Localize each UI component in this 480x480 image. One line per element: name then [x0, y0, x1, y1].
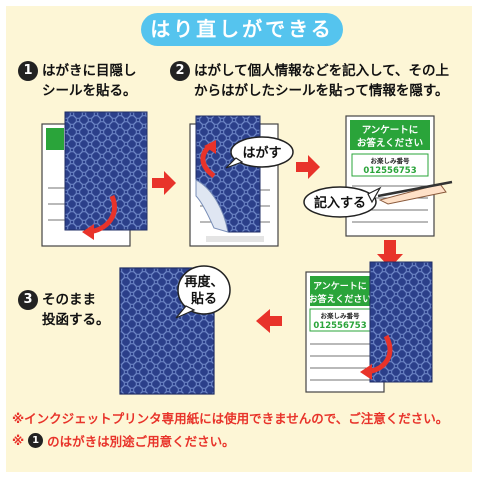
arrow-right-icon	[152, 171, 176, 195]
seal-sticker	[369, 261, 433, 383]
page-title: はり直しができる	[141, 13, 343, 46]
callout-write-text: 記入する	[314, 195, 366, 211]
card-2: はがす	[189, 115, 294, 247]
note-2-text: のはがきは別途ご用意ください。	[47, 434, 235, 449]
card-4: アンケートに お答えください お楽しみ番号 012556753	[305, 261, 433, 393]
form-lottery-number: 012556753	[363, 166, 416, 176]
step-2-number: 2	[170, 61, 190, 81]
note-postcard-separate: ※ 1 のはがきは別途ご用意ください。	[12, 431, 235, 450]
card-5: 再度、 貼る	[119, 265, 231, 395]
card-3: アンケートに お答えください お楽しみ番号 012556753 記入する	[303, 115, 453, 237]
note-1-text: ※インクジェットプリンタ専用紙には使用できませんので、ご注意ください。	[12, 411, 449, 426]
step-2-text: はがして個人情報などを記入して、その上 からはがしたシールを貼って情報を隠す。	[194, 63, 450, 99]
seal-sticker	[64, 111, 148, 231]
step-1-text: はがきに目隠し シールを貼る。	[42, 63, 137, 99]
callout-write	[303, 186, 377, 218]
callout-peel-text: はがす	[242, 145, 281, 161]
form-header-line1: アンケートに	[362, 125, 419, 136]
form-lottery-label: お楽しみ番号	[321, 311, 361, 320]
note-2-number: 1	[28, 433, 44, 448]
step-3-number: 3	[18, 290, 38, 310]
pen-icon	[377, 180, 453, 198]
callout-reapply-line2: 貼る	[191, 291, 217, 307]
callout-peel	[230, 136, 294, 168]
callout-reapply-line1: 再度、	[184, 274, 223, 290]
arrow-right-icon	[296, 155, 320, 179]
form-lottery-number: 012556753	[313, 321, 366, 331]
step-2: 2 はがして個人情報などを記入して、その上 からはがしたシールを貼って情報を隠す…	[170, 61, 470, 101]
step-3: 3 そのまま 投函する。	[18, 290, 128, 330]
step-1-number: 1	[18, 61, 38, 81]
note-printer-warning: ※インクジェットプリンタ専用紙には使用できませんので、ご注意ください。	[12, 408, 448, 427]
arrow-down-icon	[377, 240, 403, 268]
form-lottery-label: お楽しみ番号	[371, 156, 411, 165]
note-2-prefix: ※	[12, 433, 25, 448]
form-header-line2: お答えください	[309, 293, 372, 305]
form-header-line1: アンケートに	[313, 281, 367, 292]
hand-icon	[378, 183, 447, 205]
step-1: 1 はがきに目隠し シールを貼る。	[18, 61, 178, 101]
arrow-left-icon	[256, 309, 282, 333]
step-3-text: そのまま 投函する。	[42, 292, 110, 328]
card-1	[41, 111, 148, 247]
callout-reapply	[177, 265, 231, 315]
form-header-line2: お答えください	[357, 137, 423, 149]
